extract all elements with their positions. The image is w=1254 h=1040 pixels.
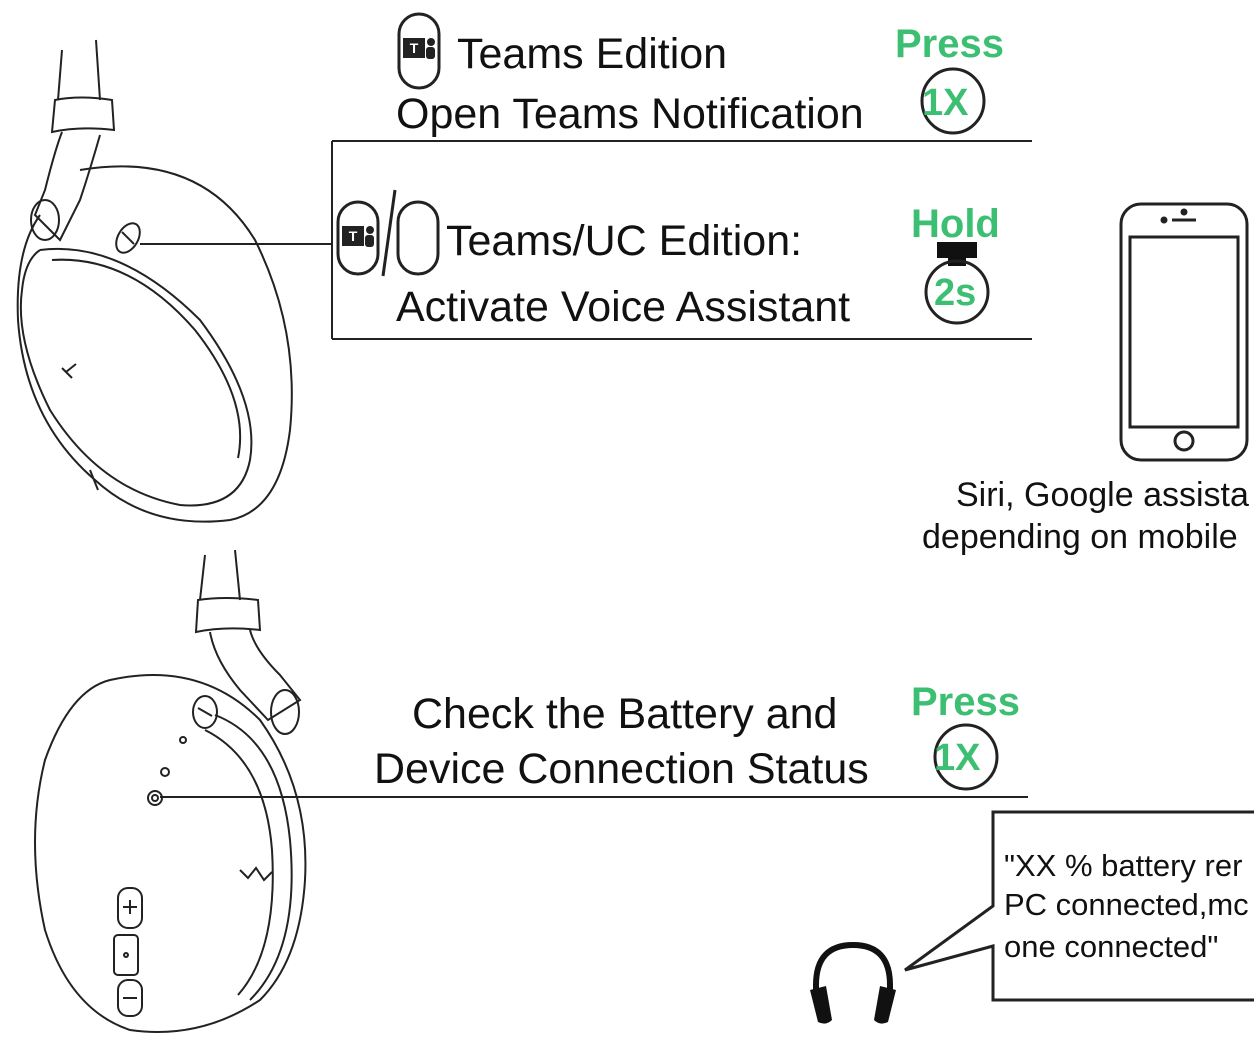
press-count-top: 1X <box>922 82 969 124</box>
hold-circle-icon <box>924 242 990 325</box>
press-label-bottom: Press <box>911 680 1020 724</box>
speech-line2: PC connected,mc <box>1004 887 1249 922</box>
hold-duration: 2s <box>934 272 977 314</box>
connector-lines <box>140 140 1032 798</box>
svg-text:T: T <box>410 40 419 56</box>
teams-edition-label: Teams Edition <box>457 30 728 78</box>
speech-bubble <box>904 810 1254 1002</box>
speech-line1: "XX % battery rer <box>1004 848 1243 883</box>
svg-text:T: T <box>349 228 358 244</box>
check-status-line1: Check the Battery and <box>412 690 838 738</box>
headset-illustration-bottom <box>34 549 307 1033</box>
press-count-bottom: 1X <box>934 737 981 779</box>
speech-line3: one connected" <box>1004 929 1219 964</box>
press-circle-icon-top <box>920 67 986 135</box>
phone-note-line2: depending on mobile <box>922 518 1238 556</box>
headset-illustration-top <box>16 39 293 523</box>
teams-uc-button-icons: T <box>336 189 440 277</box>
check-status-line2: Device Connection Status <box>374 745 869 793</box>
hold-label: Hold <box>911 202 1000 246</box>
phone-note-line1: Siri, Google assista <box>956 476 1249 514</box>
open-notification-label: Open Teams Notification <box>396 90 864 138</box>
press-circle-icon-bottom <box>933 723 999 791</box>
headphones-icon <box>810 941 896 1024</box>
press-label-top: Press <box>895 22 1004 66</box>
smartphone-icon <box>1119 202 1249 462</box>
teams-button-icon: T <box>397 12 441 90</box>
uc-edition-label: Teams/UC Edition: <box>446 217 803 265</box>
voice-assistant-label: Activate Voice Assistant <box>396 283 851 331</box>
